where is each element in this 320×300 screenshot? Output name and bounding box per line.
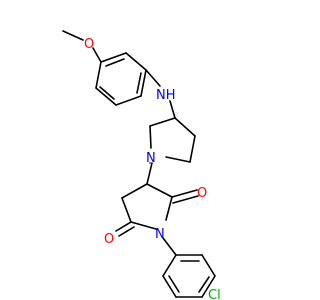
bond-ring2-c [201, 275, 216, 298]
bond-succ-c [130, 221, 157, 230]
bond-o-aryl [92, 47, 102, 63]
bond-ring2-b [201, 254, 216, 277]
bond-ring2-f [162, 254, 177, 277]
bond-methyl-o [62, 30, 84, 41]
bond-ring1-double-3 [99, 86, 115, 100]
bond-pip-a [174, 117, 196, 137]
bond-ring1-c [140, 69, 147, 97]
atom-o-carbonyl-right: O [197, 186, 207, 201]
bond-succ-a [146, 183, 173, 198]
atom-n-imide: N [155, 227, 165, 242]
bond-ring1-double-1 [105, 58, 125, 67]
bond-co-right-1 [171, 189, 198, 198]
bond-n-aryl2 [162, 237, 177, 256]
bond-co-left-1 [115, 221, 132, 232]
bond-ring2-double-2 [198, 276, 210, 293]
bond-pip-e [149, 117, 176, 127]
atom-o-carbonyl-left: O [104, 232, 114, 247]
bond-ring1-e [95, 87, 117, 106]
bond-ring2-e [162, 275, 177, 298]
bond-pip-c [165, 156, 191, 163]
bond-succ-b [165, 196, 173, 221]
structure-drawing: O NH N O N O Cl [62, 30, 221, 300]
atom-cl: Cl [208, 288, 221, 300]
bond-co-left-2 [118, 226, 135, 237]
molecule-canvas: O NH N O N O Cl [62, 30, 221, 300]
bond-ring1-d [115, 95, 142, 106]
bond-ring1-f [95, 61, 102, 89]
bond-ring2-double-3 [168, 275, 180, 293]
bond-co-right-2 [172, 195, 199, 204]
bond-succ-d [121, 197, 132, 223]
bond-n-c3 [146, 162, 153, 185]
bond-aryl-nh [145, 69, 161, 87]
bond-pip-d [149, 125, 152, 149]
atom-n-piperidine: N [146, 151, 156, 166]
bond-ring1-a [100, 52, 127, 63]
atom-o-methoxy: O [84, 37, 94, 52]
bond-succ-e [121, 183, 148, 199]
bond-nh-c4 [169, 100, 176, 119]
atom-nh-amine: NH [156, 88, 176, 103]
bond-ring1-double-2 [136, 72, 142, 94]
bond-pip-b [189, 135, 196, 163]
bond-ring1-b [125, 52, 147, 71]
